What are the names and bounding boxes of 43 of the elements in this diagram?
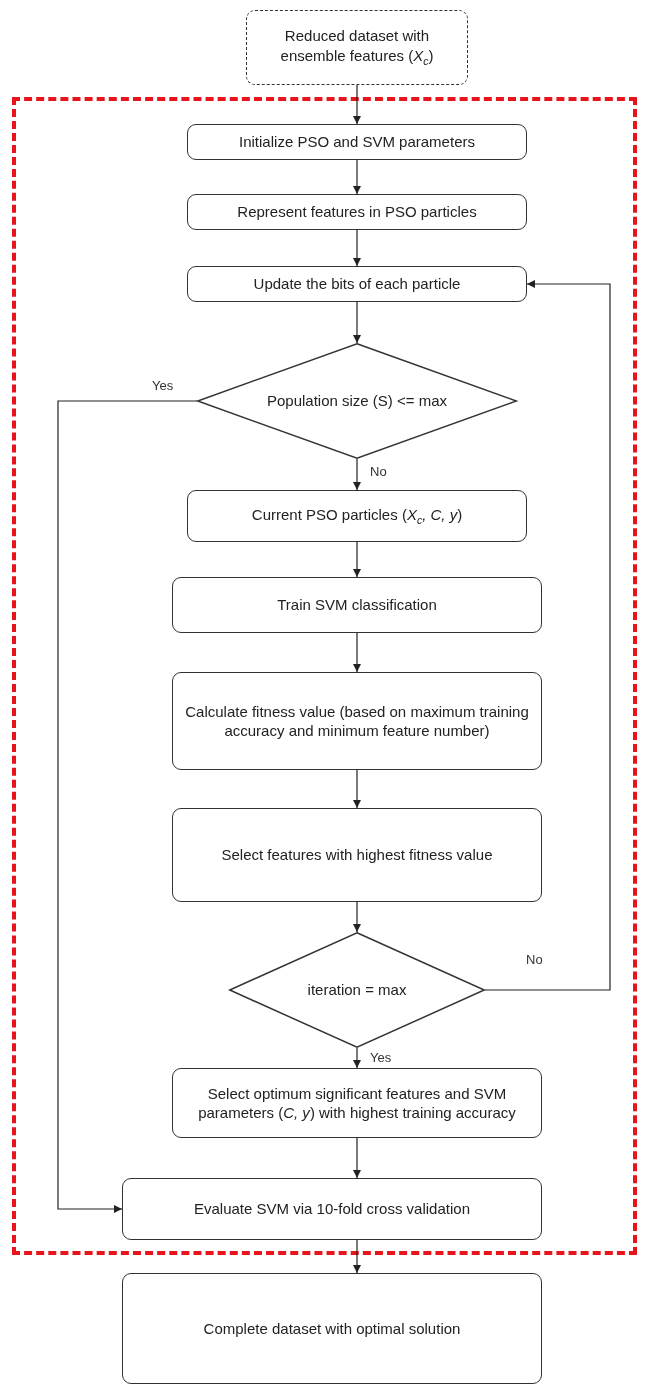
arrow: [353, 1137, 361, 1179]
process-box: [172, 1068, 542, 1138]
arrow: [353, 1047, 361, 1069]
arrow: [353, 1239, 361, 1274]
arrow: [353, 84, 361, 125]
node-text: Select features with highest fitness value: [221, 845, 493, 865]
edge-label: Yes: [150, 378, 176, 393]
process-box: [172, 672, 542, 770]
node-text: Train SVM classification: [277, 595, 437, 615]
node-text: Reduced dataset with ensemble features (X$_{c}$): [279, 26, 435, 69]
process-box: [187, 490, 527, 542]
arrow: [353, 159, 361, 195]
edge-label: No: [368, 464, 389, 479]
edge-label: Yes: [368, 1050, 394, 1065]
process-box: [172, 577, 542, 633]
node-text: Current PSO particles (X$_{c}$, C, y): [251, 504, 463, 528]
arrow: [353, 541, 361, 578]
node-text: Represent features in PSO particles: [237, 202, 477, 222]
arrow: [353, 301, 361, 344]
node-text: Update the bits of each particle: [253, 274, 461, 294]
arrow: [57, 400, 198, 1213]
process-box: [122, 1273, 542, 1384]
node-text: Population size (S) <= max: [266, 391, 448, 411]
dashed-region: [12, 97, 637, 1255]
edge-label: No: [524, 952, 545, 967]
process-box: [187, 194, 527, 230]
input-box: [246, 10, 468, 85]
node-text: Select optimum significant features and SVM parameters (C, y) with highest training accuracy: [197, 1083, 517, 1123]
node-text: Evaluate SVM via 10-fold cross validation: [194, 1199, 470, 1219]
node-text: Calculate fitness value (based on maximum training accuracy and minimum feature number): [184, 701, 530, 741]
node-text: Initialize PSO and SVM parameters: [239, 132, 475, 152]
arrow: [353, 901, 361, 933]
arrow: [484, 280, 611, 991]
arrow: [353, 769, 361, 809]
node-text: iteration = max: [307, 980, 407, 1000]
arrow: [353, 229, 361, 267]
process-box: [187, 124, 527, 160]
arrow: [353, 458, 361, 491]
node-text: Complete dataset with optimal solution: [203, 1318, 461, 1339]
process-box: [172, 808, 542, 902]
arrow: [353, 632, 361, 673]
process-box: [187, 266, 527, 302]
process-box: [122, 1178, 542, 1240]
